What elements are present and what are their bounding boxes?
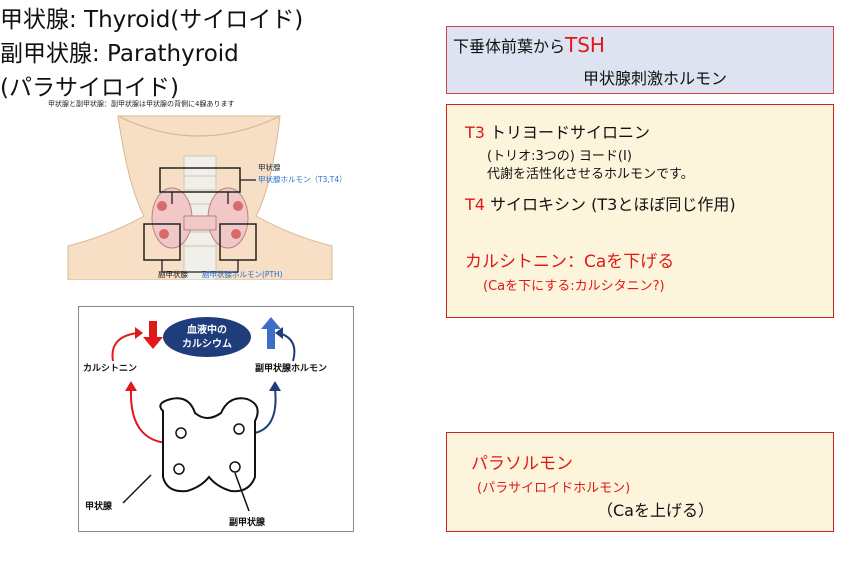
t4-tag: T4	[465, 195, 485, 214]
image-caption: 甲状腺と副甲状腺：副甲状腺は甲状腺の背側に4腺あります	[48, 99, 234, 108]
t3-note2: 代謝を活性化させるホルモンです。	[487, 167, 694, 182]
arrow-down-icon	[143, 321, 163, 349]
thyroid-anatomy-illustration: 甲状腺と副甲状腺：副甲状腺は甲状腺の背側に4腺あります 甲状腺	[48, 96, 352, 281]
tsh-highlight: TSH	[565, 33, 605, 57]
pth-cycle-label: 副甲状腺ホルモン	[255, 362, 327, 374]
tsh-info-box: 下垂体前葉からTSH 甲状腺刺激ホルモン	[446, 26, 834, 94]
calcitonin-line: カルシトニン：Caを下げる	[465, 252, 675, 272]
thyroid-hormone-label: 甲状腺ホルモン（T3,T4）	[258, 174, 347, 184]
calcitonin-note: (Caを下にする:カルシタニン?)	[483, 279, 665, 294]
arrow-up-icon	[261, 317, 281, 349]
t3-note1: (トリオ:3つの) ヨード(I)	[487, 149, 632, 164]
pth-effect: （Caを上げる）	[597, 501, 714, 520]
oval-line2: カルシウム	[182, 338, 232, 350]
parathormone-box: パラソルモン (パラサイロイドホルモン) （Caを上げる）	[446, 432, 834, 532]
thyroid-bottom-label: 甲状腺	[85, 500, 113, 512]
thyroid-hormone-box: T3 トリヨードサイロニン (トリオ:3つの) ヨード(I) 代謝を活性化させる…	[446, 104, 834, 318]
calcitonin-label: カルシトニン	[83, 363, 137, 374]
parathyroid-title: 副甲状腺: Parathyroid	[0, 41, 239, 67]
pth-name: パラソルモン	[471, 454, 573, 474]
thyroid-title: 甲状腺: Thyroid(サイロイド)	[0, 7, 304, 33]
thyroid-label: 甲状腺	[258, 162, 281, 172]
t3-name: トリヨードサイロニン	[490, 123, 651, 142]
t3-tag: T3	[465, 123, 485, 142]
t4-name: サイロキシン (T3とほぼ同じ作用)	[490, 195, 736, 214]
tsh-line1-prefix: 下垂体前葉から	[453, 37, 566, 56]
parathyroid-label: 副甲状腺	[158, 269, 188, 279]
oval-line1: 血液中の	[187, 323, 227, 336]
parathyroid-bottom-label: 副甲状腺	[229, 516, 266, 528]
pth-label: 副甲状腺ホルモン(PTH)	[202, 269, 283, 279]
parathyroid-title-reading: (パラサイロイド)	[0, 75, 179, 101]
pth-note: (パラサイロイドホルモン)	[477, 481, 631, 496]
tsh-line2: 甲状腺刺激ホルモン	[583, 69, 728, 88]
calcium-regulation-diagram: 血液中の カルシウム カルシトニン 副甲状腺ホルモン 甲状腺	[78, 306, 354, 532]
